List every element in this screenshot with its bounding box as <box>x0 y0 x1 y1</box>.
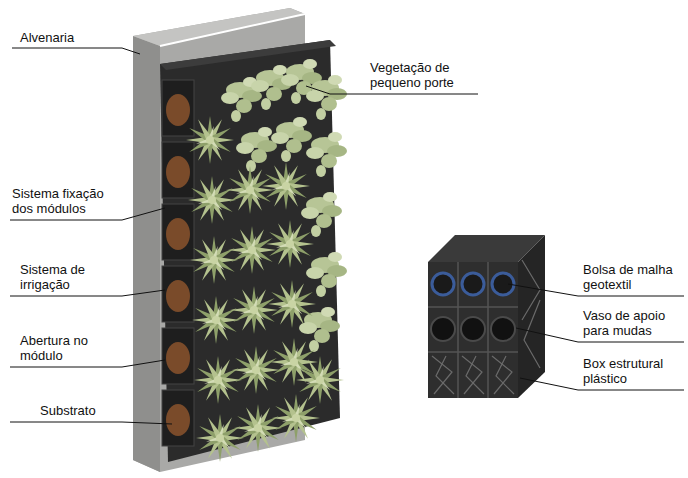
part-label: Bolsa de malha geotextil <box>583 262 683 292</box>
part-label: Sistema de irrigação <box>20 262 120 292</box>
part-label: Vaso de apoio para mudas <box>583 308 683 338</box>
part-label: Substrato <box>40 403 130 418</box>
part-label: Sistema fixação dos módulos <box>12 186 122 216</box>
part-label: Vegetação de pequeno porte <box>370 60 478 90</box>
part-label: Box estrutural plástico <box>583 356 683 386</box>
part-label: Alvenaria <box>20 30 130 45</box>
part-label: Abertura no módulo <box>20 333 120 363</box>
